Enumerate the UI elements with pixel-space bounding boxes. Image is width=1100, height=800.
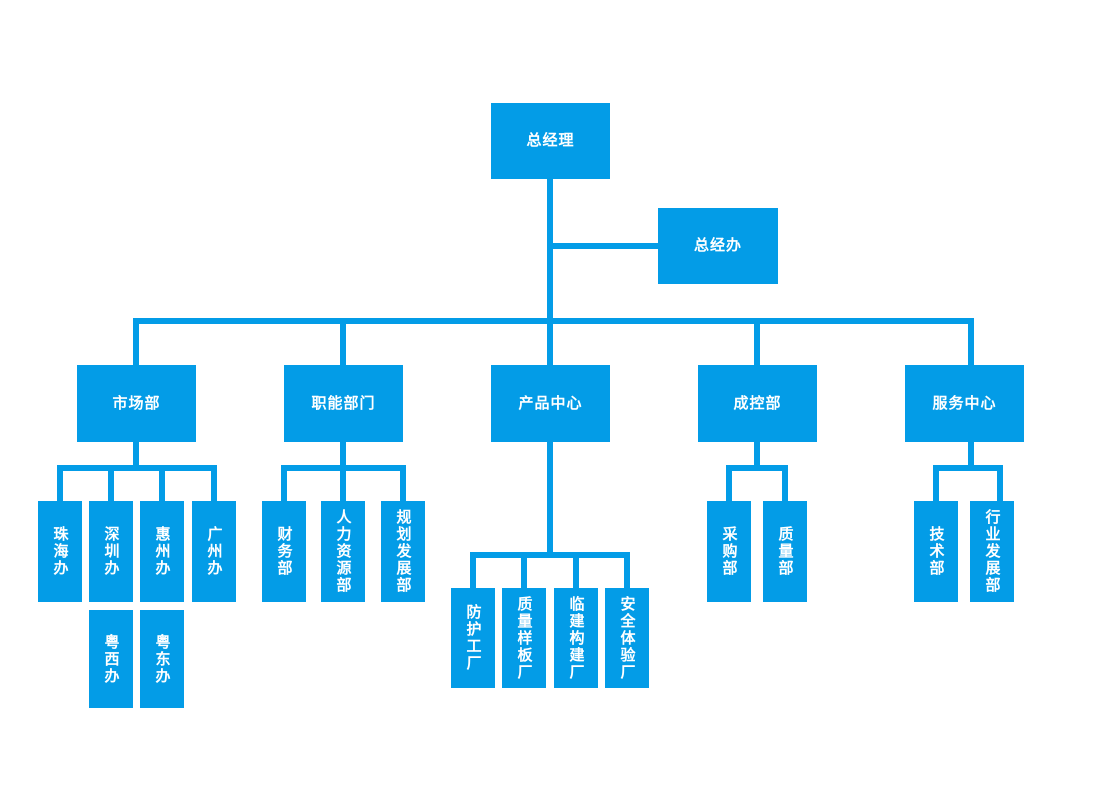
org-node-division-market[interactable]: 市场部 xyxy=(77,365,196,442)
connector-service-child-0 xyxy=(933,465,939,503)
connector-cost-child-0 xyxy=(726,465,732,503)
connector-functional-child-1 xyxy=(340,465,346,503)
org-node-product-safety-experience-factory[interactable]: 安全体验厂 xyxy=(605,588,649,688)
org-node-staff-office[interactable]: 总经办 xyxy=(658,208,778,284)
connector-functional-stem xyxy=(340,442,346,471)
org-node-functional-hr[interactable]: 人力资源部 xyxy=(321,501,365,602)
connector-product-child-2 xyxy=(573,552,579,590)
org-node-product-protection-factory[interactable]: 防护工厂 xyxy=(451,588,495,688)
connector-product-child-0 xyxy=(470,552,476,590)
org-node-product-temporary-build-factory[interactable]: 临建构建厂 xyxy=(554,588,598,688)
org-node-market-huizhou[interactable]: 惠州办 xyxy=(140,501,184,602)
org-node-root[interactable]: 总经理 xyxy=(491,103,610,179)
org-node-product-quality-sample-factory[interactable]: 质量样板厂 xyxy=(502,588,546,688)
connector-main-bus xyxy=(133,318,974,324)
connector-market-child-1 xyxy=(108,465,114,503)
connector-market-child-2 xyxy=(159,465,165,503)
org-node-functional-finance[interactable]: 财务部 xyxy=(262,501,306,602)
connector-cost-bus xyxy=(726,465,788,471)
connector-root-stem xyxy=(547,179,553,324)
connector-market-child-3 xyxy=(211,465,217,503)
org-node-division-functional[interactable]: 职能部门 xyxy=(284,365,403,442)
connector-drop-market xyxy=(133,318,139,365)
org-node-market-yuexi[interactable]: 粤西办 xyxy=(89,610,133,708)
connector-product-bus xyxy=(470,552,630,558)
connector-drop-functional xyxy=(340,318,346,365)
org-node-market-zhuhai[interactable]: 珠海办 xyxy=(38,501,82,602)
org-node-cost-procurement[interactable]: 采购部 xyxy=(707,501,751,602)
connector-service-stem xyxy=(968,442,974,471)
connector-market-child-0 xyxy=(57,465,63,503)
org-node-market-shenzhen[interactable]: 深圳办 xyxy=(89,501,133,602)
org-node-division-product[interactable]: 产品中心 xyxy=(491,365,610,442)
connector-service-bus xyxy=(933,465,1003,471)
connector-product-child-3 xyxy=(624,552,630,590)
connector-functional-child-2 xyxy=(400,465,406,503)
org-node-functional-planning[interactable]: 规划发展部 xyxy=(381,501,425,602)
connector-market-bus xyxy=(57,465,217,471)
org-node-division-cost[interactable]: 成控部 xyxy=(698,365,817,442)
connector-drop-service xyxy=(968,318,974,365)
connector-staff-office-link xyxy=(547,243,659,249)
connector-functional-child-0 xyxy=(281,465,287,503)
org-node-division-service[interactable]: 服务中心 xyxy=(905,365,1024,442)
connector-drop-cost xyxy=(754,318,760,365)
connector-cost-child-1 xyxy=(782,465,788,503)
connector-drop-product xyxy=(547,318,553,365)
connector-product-stem xyxy=(547,442,553,558)
connector-market-stem xyxy=(133,442,139,471)
org-node-service-industry-development[interactable]: 行业发展部 xyxy=(970,501,1014,602)
connector-product-child-1 xyxy=(521,552,527,590)
connector-service-child-1 xyxy=(997,465,1003,503)
org-node-service-technology[interactable]: 技术部 xyxy=(914,501,958,602)
org-node-market-yuedong[interactable]: 粤东办 xyxy=(140,610,184,708)
org-node-market-guangzhou[interactable]: 广州办 xyxy=(192,501,236,602)
connector-cost-stem xyxy=(754,442,760,471)
org-node-cost-quality[interactable]: 质量部 xyxy=(763,501,807,602)
